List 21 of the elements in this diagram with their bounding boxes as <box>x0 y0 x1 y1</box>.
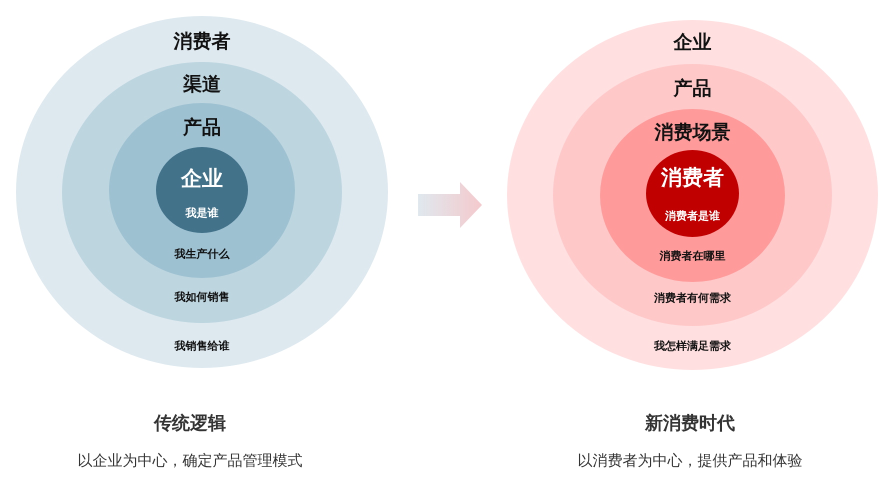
circle-heading: 消费者 <box>174 30 230 54</box>
section-title: 传统逻辑 <box>154 412 226 435</box>
circle-question: 我是谁 <box>186 206 218 220</box>
circle-question: 我销售给谁 <box>174 339 230 353</box>
circle-heading: 渠道 <box>183 73 221 96</box>
circle-question: 消费者是谁 <box>665 208 720 222</box>
circle-heading: 企业 <box>181 165 223 191</box>
circle-question: 我如何销售 <box>174 290 230 304</box>
circle-question: 我生产什么 <box>174 246 230 260</box>
section-caption: 以消费者为中心，提供产品和体验 <box>578 452 802 470</box>
circle-heading: 消费者 <box>661 164 724 190</box>
circle-question: 我怎样满足需求 <box>654 339 731 353</box>
section-caption: 以企业为中心，确定产品管理模式 <box>78 452 302 470</box>
circle-heading: 产品 <box>674 78 712 100</box>
circle-heading: 企业 <box>674 32 712 54</box>
circle-heading: 产品 <box>183 116 221 139</box>
section-title: 新消费时代 <box>645 412 735 435</box>
block-arrow <box>418 182 482 228</box>
circle-question: 消费者有何需求 <box>654 291 731 305</box>
circle-question: 消费者在哪里 <box>660 248 726 262</box>
circle-heading: 消费场景 <box>654 121 730 144</box>
